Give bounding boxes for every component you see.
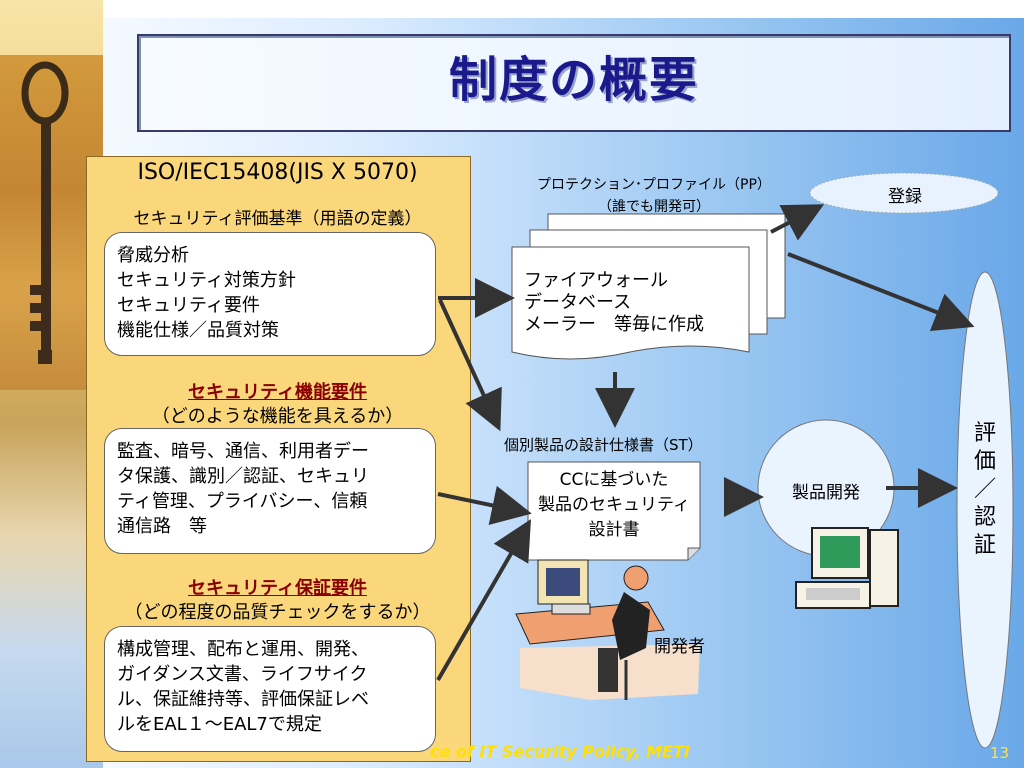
- page-number: 13: [990, 744, 1010, 762]
- functional-requirements-title: セキュリティ機能要件: [188, 382, 367, 403]
- pp-document-stack: [511, 213, 786, 360]
- analysis-item: 脅威分析: [117, 245, 189, 266]
- key-photo: [0, 55, 103, 390]
- functional-line: タ保護、識別／認証、セキュリ: [117, 466, 369, 487]
- evaluation-char: 評: [973, 421, 996, 446]
- assurance-line: ガイダンス文書、ライフサイク: [117, 664, 368, 685]
- functional-line: ティ管理、プライバシー、信頼: [117, 491, 368, 512]
- registration-ellipse: [809, 172, 999, 214]
- footer-text: ce of IT Security Policy, METI: [430, 742, 690, 761]
- evaluation-char: 価: [973, 449, 996, 474]
- evaluation-char: 認: [973, 505, 996, 530]
- st-doc-line: CCに基づいた: [559, 470, 669, 490]
- assurance-line: ル、保証維持等、評価保証レベ: [117, 689, 369, 710]
- evaluation-ellipse: [956, 271, 1014, 749]
- assurance-line: ルをEAL１～EAL7で規定: [117, 714, 322, 735]
- registration-label: 登録: [888, 187, 922, 207]
- evaluation-char: 証: [973, 533, 996, 558]
- analysis-item: セキュリティ対策方針: [117, 270, 296, 291]
- analysis-box: 脅威分析 セキュリティ対策方針 セキュリティ要件 機能仕様／品質対策: [104, 232, 436, 356]
- developer-label: 開発者: [654, 637, 705, 657]
- evaluation-label: 評 価 ／ 認 証: [966, 420, 1004, 560]
- pp-doc-line: ファイアウォール: [524, 270, 668, 291]
- functional-line: 通信路 等: [117, 516, 207, 537]
- cc-heading: ISO/IEC15408(JIS X 5070): [137, 160, 418, 185]
- st-doc-line: 製品のセキュリティ: [538, 495, 690, 515]
- page-title: 制度の概要: [448, 52, 699, 108]
- evaluation-char: ／: [973, 477, 996, 502]
- assurance-requirements-box: 構成管理、配布と運用、開発、 ガイダンス文書、ライフサイク ル、保証維持等、評価…: [104, 626, 436, 752]
- cc-subheading: セキュリティ評価基準（用語の定義）: [133, 209, 422, 229]
- product-dev-label: 製品開発: [792, 483, 860, 503]
- pp-document-text: ファイアウォール データベース メーラー 等毎に作成: [524, 270, 704, 336]
- computer-illustration: [795, 527, 899, 609]
- functional-requirements-box: 監査、暗号、通信、利用者デー タ保護、識別／認証、セキュリ ティ管理、プライバシ…: [104, 428, 436, 554]
- developer-illustration: [515, 559, 700, 700]
- functional-line: 監査、暗号、通信、利用者デー: [117, 441, 369, 462]
- functional-requirements-subtitle: （どのような機能を具えるか）: [151, 406, 404, 427]
- analysis-item: セキュリティ要件: [117, 295, 260, 316]
- title-frame: [137, 34, 1011, 132]
- pp-doc-line: データベース: [524, 292, 632, 313]
- assurance-requirements-title: セキュリティ保証要件: [188, 578, 367, 599]
- assurance-requirements-subtitle: （どの程度の品質チェックをするか）: [124, 602, 431, 623]
- pp-doc-line: メーラー 等毎に作成: [524, 314, 704, 335]
- pp-label: プロテクション･プロファイル（PP）: [537, 177, 771, 193]
- st-label: 個別製品の設計仕様書（ST）: [504, 436, 703, 454]
- analysis-item: 機能仕様／品質対策: [117, 320, 279, 341]
- st-document-text: CCに基づいた 製品のセキュリティ 設計書: [528, 468, 700, 543]
- pp-note: （誰でも開発可）: [598, 199, 710, 215]
- assurance-line: 構成管理、配布と運用、開発、: [117, 639, 369, 660]
- st-doc-line: 設計書: [588, 520, 640, 540]
- top-border: [103, 0, 1024, 18]
